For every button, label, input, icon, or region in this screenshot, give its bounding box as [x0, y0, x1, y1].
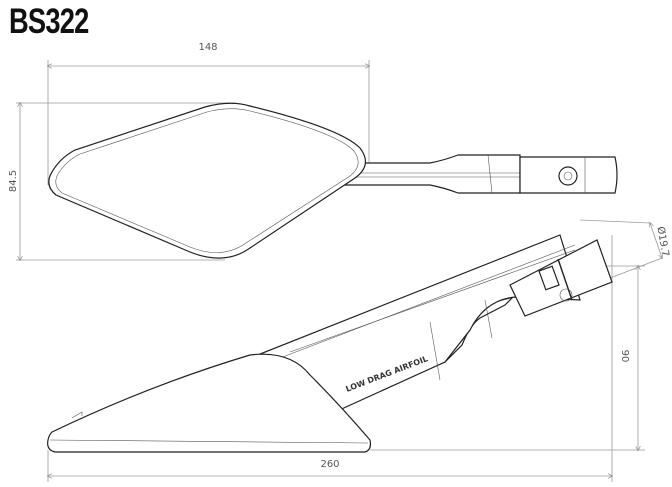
mirror-head: [48, 102, 366, 259]
dimension-84-5: 84.5: [8, 103, 235, 260]
dimension-148-label: 148: [198, 42, 217, 53]
dimension-260-label: 260: [320, 459, 339, 470]
dimension-260: 260: [48, 235, 612, 482]
clamp-slot: [538, 265, 560, 291]
dimension-90-label: 90: [619, 350, 630, 363]
model-title: BS322: [9, 2, 89, 41]
dimension-diameter-label: Ø19.7: [654, 226, 671, 258]
dimension-90: 90: [370, 266, 645, 450]
bolt-icon: [558, 166, 578, 186]
dimension-84-5-label: 84.5: [8, 170, 19, 192]
arm-clamp: [509, 239, 613, 317]
mirror-top-view: [48, 102, 618, 259]
mirror-side-view: LOW DRAG AIRFOIL: [47, 234, 613, 453]
mirror-base: [47, 353, 372, 453]
dimension-diameter: Ø19.7: [579, 219, 671, 283]
